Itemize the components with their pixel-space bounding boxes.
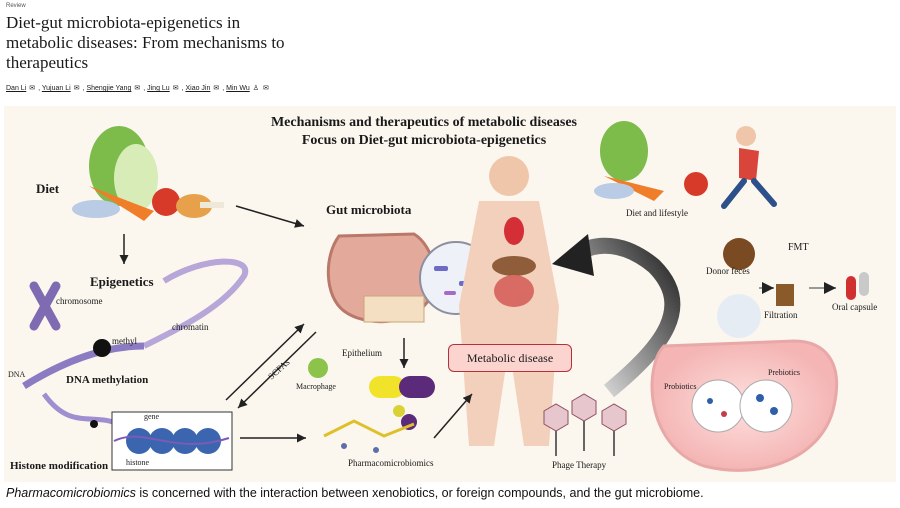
label-macrophage: Macrophage — [296, 382, 336, 391]
label-oral-capsule: Oral capsule — [832, 302, 878, 312]
label-epithelium: Epithelium — [342, 348, 382, 358]
figure-caption: Pharmacomicrobiomics is concerned with t… — [6, 486, 704, 500]
label-donor-feces: Donor feces — [706, 266, 750, 276]
arrow-scfas-down — [237, 331, 317, 409]
arrow-scfas-up — [225, 323, 305, 401]
figure-title: Mechanisms and therapeutics of metabolic… — [214, 114, 634, 150]
fmt-illustration — [717, 238, 869, 338]
author-list: Dan Li✉, Yujuan Li✉, Shengjie Yang✉, Jin… — [6, 85, 269, 92]
human-body-illustration — [459, 156, 559, 446]
mail-icon[interactable]: ✉ — [172, 85, 179, 92]
label-pharmacomicrobiomics: Pharmacomicrobiomics — [348, 458, 434, 468]
curved-arrow-head — [552, 234, 594, 276]
label-phage-therapy: Phage Therapy — [552, 460, 607, 470]
label-dna: DNA — [8, 370, 26, 379]
label-dna-methylation: DNA methylation — [66, 374, 149, 386]
article-type-label: Review — [6, 3, 26, 9]
label-histone: histone — [126, 458, 150, 467]
graphical-abstract-figure[interactable]: Mechanisms and therapeutics of metabolic… — [4, 106, 896, 482]
label-gut-microbiota: Gut microbiota — [326, 202, 412, 217]
mail-icon[interactable]: ✉ — [29, 85, 36, 92]
author-link[interactable]: Yujuan Li — [41, 85, 71, 92]
label-filtration: Filtration — [764, 310, 798, 320]
epigenetics-illustration — [22, 258, 249, 471]
label-methyl: methyl — [112, 336, 137, 346]
mail-icon[interactable]: ✉ — [73, 85, 80, 92]
macrophage-cell — [308, 358, 328, 378]
capsule-illustration — [323, 376, 435, 453]
label-epigenetics: Epigenetics — [90, 274, 154, 289]
label-diet: Diet — [36, 181, 60, 196]
probiotics-illustration — [650, 339, 839, 472]
phage-illustration — [543, 393, 627, 456]
author-link[interactable]: Xiao Jin — [185, 85, 211, 92]
label-histone-modification: Histone modification — [10, 460, 109, 472]
diet-food-illustration — [72, 126, 224, 221]
label-chromosome: chromosome — [56, 296, 103, 306]
figure-illustration — [22, 121, 869, 472]
lifestyle-illustration — [594, 121, 777, 209]
author-link[interactable]: Min Wu — [226, 85, 250, 92]
caption-term: Pharmacomicrobiomics — [6, 486, 136, 500]
label-diet-lifestyle: Diet and lifestyle — [626, 208, 688, 218]
figure-title-line2: Focus on Diet-gut microbiota-epigenetics — [301, 133, 547, 148]
mail-icon[interactable]: ✉ — [134, 85, 141, 92]
person-icon[interactable]: ♙ — [252, 85, 260, 92]
caption-text: is concerned with the interaction betwee… — [135, 486, 704, 500]
metabolic-disease-box: Metabolic disease — [448, 344, 572, 372]
author-link[interactable]: Jing Lu — [147, 85, 170, 92]
author-link[interactable]: Shengjie Yang — [86, 85, 132, 92]
arrow-pharma-to-disease — [433, 393, 473, 439]
label-prebiotics: Prebiotics — [768, 368, 800, 377]
label-gene: gene — [144, 412, 160, 421]
mail-icon[interactable]: ✉ — [213, 85, 220, 92]
mail-icon[interactable]: ✉ — [263, 85, 269, 92]
label-probiotics: Probiotics — [664, 382, 697, 391]
article-title: Diet-gut microbiota-epigenetics in metab… — [6, 13, 285, 72]
arrow-diet-to-gut — [235, 205, 305, 228]
label-fmt: FMT — [788, 242, 809, 253]
figure-title-line1: Mechanisms and therapeutics of metabolic… — [270, 115, 578, 130]
author-link[interactable]: Dan Li — [6, 85, 27, 92]
curved-arrow — [569, 237, 681, 398]
label-chromatin: chromatin — [172, 322, 209, 332]
